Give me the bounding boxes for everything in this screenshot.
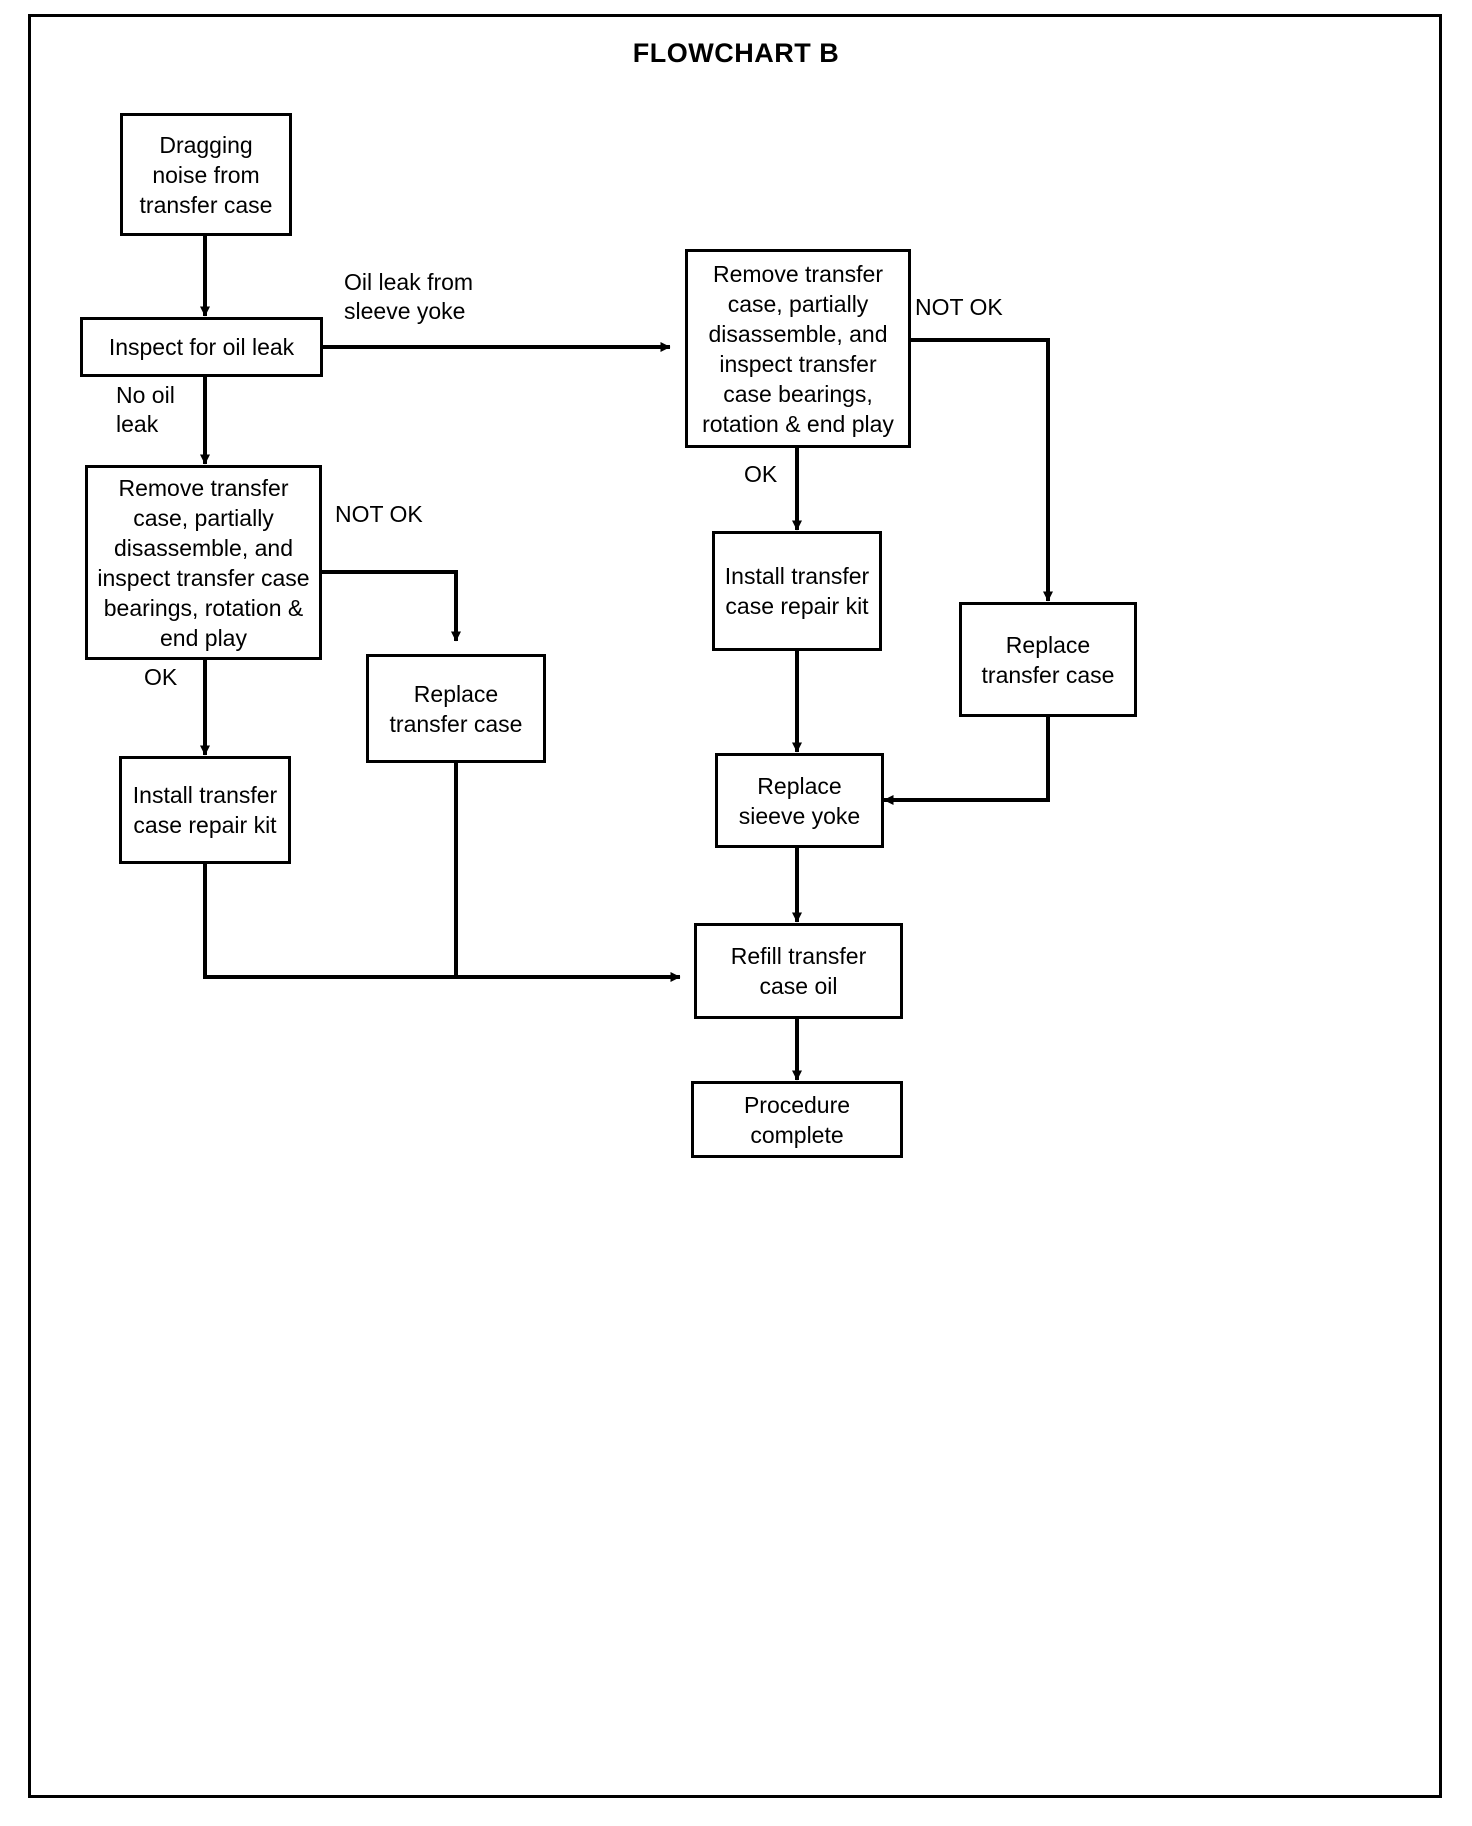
node-replace-sleeve-yoke[interactable]: Replace sieeve yoke [715, 753, 884, 848]
node-remove-transfer-case-left[interactable]: Remove transfer case, partially disassem… [85, 465, 322, 660]
node-install-repair-kit-right[interactable]: Install transfer case repair kit [712, 531, 882, 651]
node-inspect-for-oil-leak-label: Inspect for oil leak [108, 334, 295, 360]
edge-removeright-notok-to-replacecase [911, 338, 1053, 602]
edge-replacecaseright-to-replaceyoke [883, 717, 1050, 805]
node-dragging-noise[interactable]: Dragging noise from transfer case [120, 113, 292, 236]
node-replace-transfer-case-left-label: Replace transfer case [389, 680, 523, 737]
edge-label-ok-left: OK [144, 664, 178, 690]
edge-installkitleft-to-refill [203, 864, 681, 982]
node-refill-transfer-case-oil[interactable]: Refill transfer case oil [694, 923, 903, 1019]
page-title: FLOWCHART B [632, 38, 840, 68]
edge-label-no-oil-leak: No oil leak [116, 382, 175, 437]
node-remove-transfer-case-right[interactable]: Remove transfer case, partially disassem… [685, 249, 911, 448]
edge-label-not-ok-right: NOT OK [915, 294, 1003, 320]
node-replace-transfer-case-right[interactable]: Replace transfer case [959, 602, 1137, 717]
edge-label-oil-leak-from-sleeve-yoke: Oil leak from sleeve yoke [344, 269, 474, 324]
edge-label-not-ok-left: NOT OK [335, 501, 423, 527]
node-refill-transfer-case-oil-label: Refill transfer case oil [730, 943, 867, 999]
node-remove-transfer-case-right-label: Remove transfer case, partially disassem… [702, 260, 894, 437]
edge-removeleft-notok-to-replacecase [322, 570, 461, 642]
node-replace-sleeve-yoke-label: Replace sieeve yoke [738, 772, 861, 829]
node-install-repair-kit-left[interactable]: Install transfer case repair kit [119, 756, 291, 864]
edge-label-ok-right: OK [744, 461, 778, 487]
node-dragging-noise-label: Dragging noise from transfer case [139, 131, 273, 218]
node-install-repair-kit-right-label: Install transfer case repair kit [724, 563, 870, 619]
node-replace-transfer-case-left[interactable]: Replace transfer case [366, 654, 546, 763]
node-remove-transfer-case-left-label: Remove transfer case, partially disassem… [97, 474, 310, 651]
node-procedure-complete-label: Procedure complete [743, 1091, 851, 1148]
node-procedure-complete[interactable]: Procedure complete [691, 1081, 903, 1158]
node-install-repair-kit-left-label: Install transfer case repair kit [132, 782, 278, 838]
node-inspect-for-oil-leak[interactable]: Inspect for oil leak [80, 317, 323, 377]
node-replace-transfer-case-right-label: Replace transfer case [981, 631, 1115, 688]
